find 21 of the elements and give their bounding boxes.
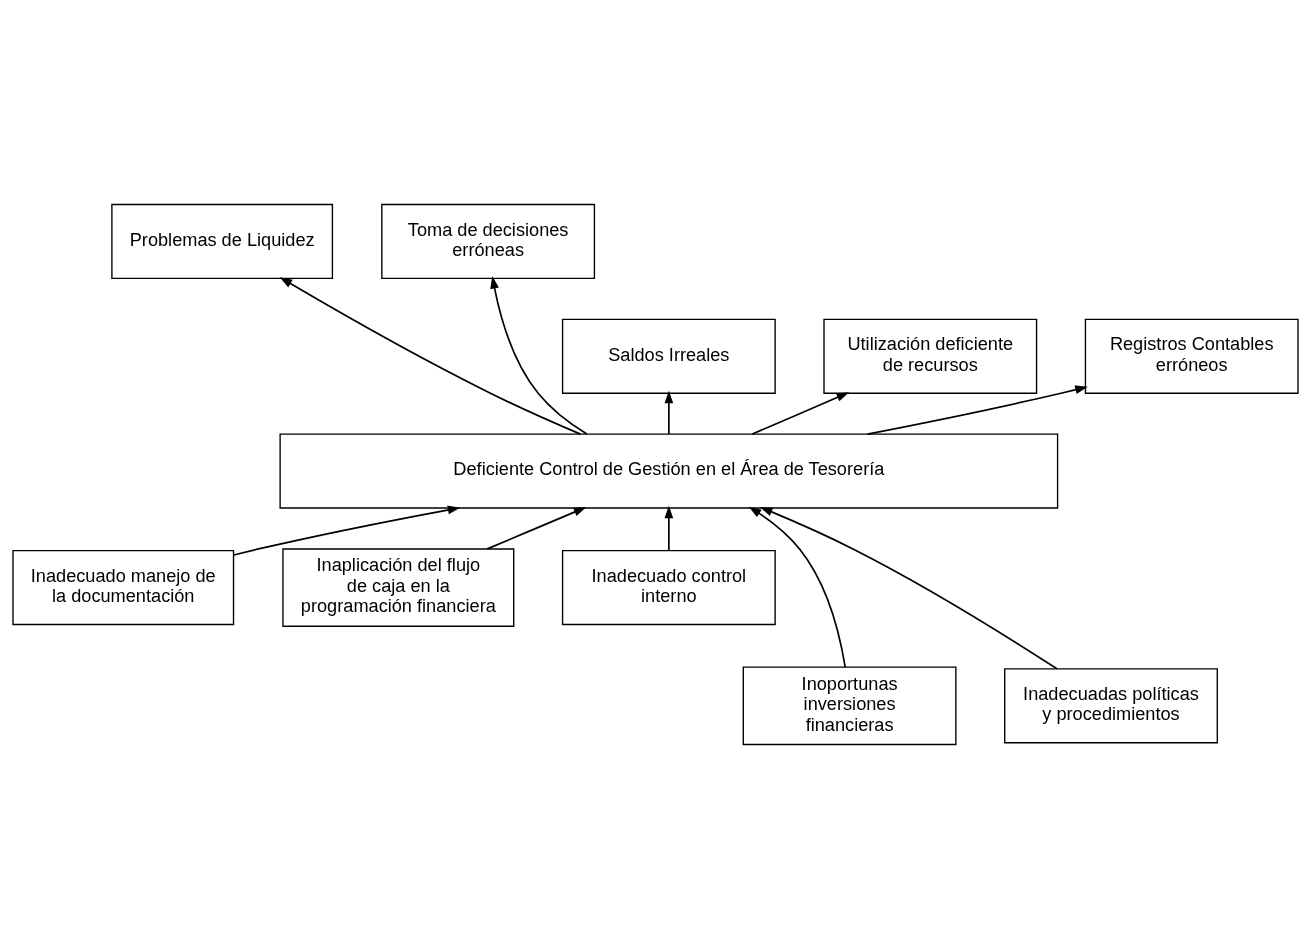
node-box: Inadecuado control interno — [561, 550, 776, 626]
arrow — [664, 505, 674, 552]
arrow — [759, 507, 1058, 670]
arrow — [751, 392, 850, 435]
node-box: Toma de decisiones erróneas — [381, 203, 596, 280]
arrow — [279, 277, 582, 435]
node-box: Utilización deficiente de recursos — [823, 318, 1038, 394]
node-box: Registros Contables erróneos — [1084, 318, 1299, 394]
arrow — [664, 390, 674, 435]
node-box: Inadecuado manejo de la documentación — [12, 550, 235, 626]
node-box: Inaplicación del flujo de caja en la programación financiera — [282, 548, 515, 627]
arrow — [490, 276, 588, 435]
arrow — [232, 505, 461, 556]
arrow — [866, 385, 1088, 435]
node-box: Problemas de Liquidez — [111, 203, 334, 280]
arrow — [748, 506, 847, 668]
node-box: Deficiente Control de Gestión en el Área de Tesorería — [279, 433, 1059, 509]
arrow — [486, 507, 587, 550]
node-box: Inoportunas inversiones financieras — [742, 666, 957, 746]
node-box: Inadecuadas políticas y procedimientos — [1004, 668, 1218, 744]
node-box: Saldos Irreales — [561, 318, 776, 394]
